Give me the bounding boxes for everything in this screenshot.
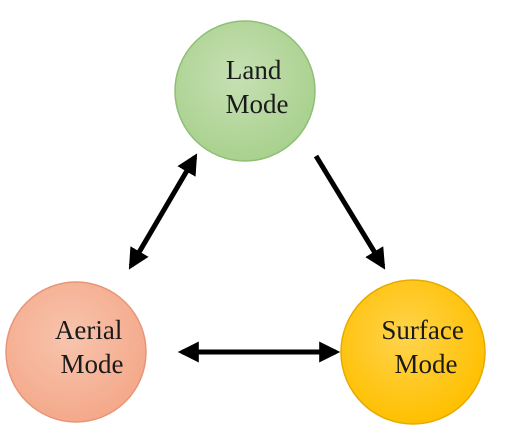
surface-mode-label: Surface Mode [381, 315, 470, 379]
arrow-land-surface [313, 154, 386, 270]
node-land-mode: Land Mode [174, 20, 316, 162]
aerial-mode-label-line1: Aerial [55, 315, 122, 345]
surface-mode-label-line2: Mode [395, 349, 458, 379]
surface-mode-circle [340, 279, 486, 425]
land-mode-circle [174, 20, 316, 162]
land-mode-label-line2: Mode [226, 89, 289, 119]
land-mode-label-line1: Land [226, 55, 282, 85]
aerial-mode-label-line2: Mode [61, 349, 124, 379]
aerial-mode-label: Aerial Mode [55, 315, 129, 379]
surface-mode-label-line1: Surface [381, 315, 463, 345]
aerial-mode-circle [5, 281, 147, 423]
node-aerial-mode: Aerial Mode [5, 281, 147, 423]
land-mode-label: Land Mode [226, 55, 289, 119]
arrow-land-aerial [128, 153, 198, 270]
node-surface-mode: Surface Mode [340, 279, 486, 425]
